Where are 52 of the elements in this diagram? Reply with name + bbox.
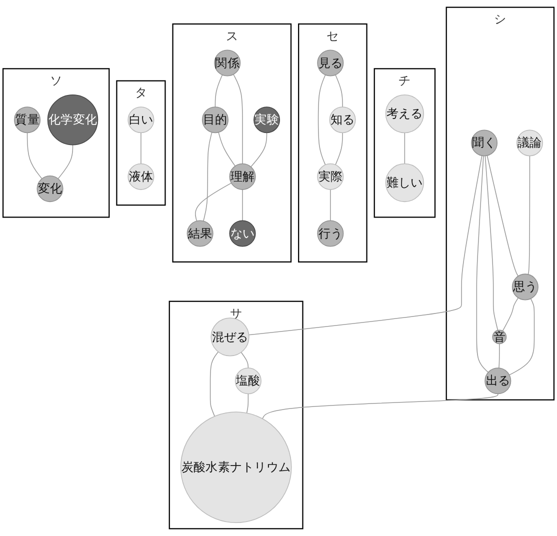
node-circle: 聞く bbox=[470, 130, 498, 156]
node-circle: 混ぜる bbox=[210, 318, 250, 356]
connector bbox=[26, 132, 42, 180]
connector bbox=[218, 132, 236, 166]
node-circle: 化学変化 bbox=[47, 94, 98, 146]
node-circle: 実験 bbox=[254, 106, 280, 134]
connector bbox=[502, 297, 519, 332]
node-circle: 理解 bbox=[229, 163, 256, 190]
connector bbox=[335, 132, 343, 166]
node-circle: ない bbox=[229, 220, 256, 247]
node-circle: 難しい bbox=[385, 163, 424, 202]
node-circle: 出る bbox=[484, 368, 512, 394]
connector bbox=[233, 74, 243, 164]
node-circle: 見る bbox=[317, 50, 344, 76]
node-circle: 音 bbox=[492, 330, 507, 344]
connector bbox=[140, 132, 142, 164]
connector bbox=[335, 74, 343, 108]
connector bbox=[246, 393, 249, 414]
connector bbox=[484, 155, 498, 331]
connector bbox=[194, 182, 232, 222]
node-circle: 炭酸水素ナトリウム bbox=[180, 412, 292, 523]
connector bbox=[58, 144, 74, 180]
connector bbox=[262, 393, 498, 420]
connector bbox=[508, 298, 535, 376]
node-circle: 目的 bbox=[202, 106, 228, 134]
connector bbox=[203, 132, 212, 222]
node-circle: 考える bbox=[385, 94, 424, 134]
connector bbox=[330, 189, 331, 222]
connector bbox=[404, 132, 406, 164]
connector bbox=[250, 132, 268, 168]
connector bbox=[528, 155, 530, 275]
node-circle: 結果 bbox=[186, 220, 214, 247]
node-circle: 質量 bbox=[14, 106, 41, 134]
node-circle: 議論 bbox=[516, 130, 543, 156]
node-circle: 関係 bbox=[214, 50, 241, 76]
connector bbox=[214, 74, 223, 108]
connector bbox=[242, 189, 243, 222]
connector bbox=[248, 155, 482, 336]
node-circle: 白い bbox=[128, 106, 154, 134]
node-circle: 行う bbox=[317, 220, 344, 247]
connector bbox=[486, 155, 519, 276]
connector bbox=[498, 343, 500, 368]
connector bbox=[240, 352, 249, 368]
node-circle: 実際 bbox=[317, 163, 344, 190]
node-circle: 塩酸 bbox=[234, 368, 262, 394]
connector bbox=[476, 155, 489, 373]
connector bbox=[210, 351, 219, 417]
node-circle: 思う bbox=[512, 274, 538, 300]
node-circle: 変化 bbox=[36, 176, 64, 202]
node-circle: 液体 bbox=[128, 163, 154, 190]
connector bbox=[318, 74, 326, 166]
node-circle: 知る bbox=[329, 106, 356, 134]
